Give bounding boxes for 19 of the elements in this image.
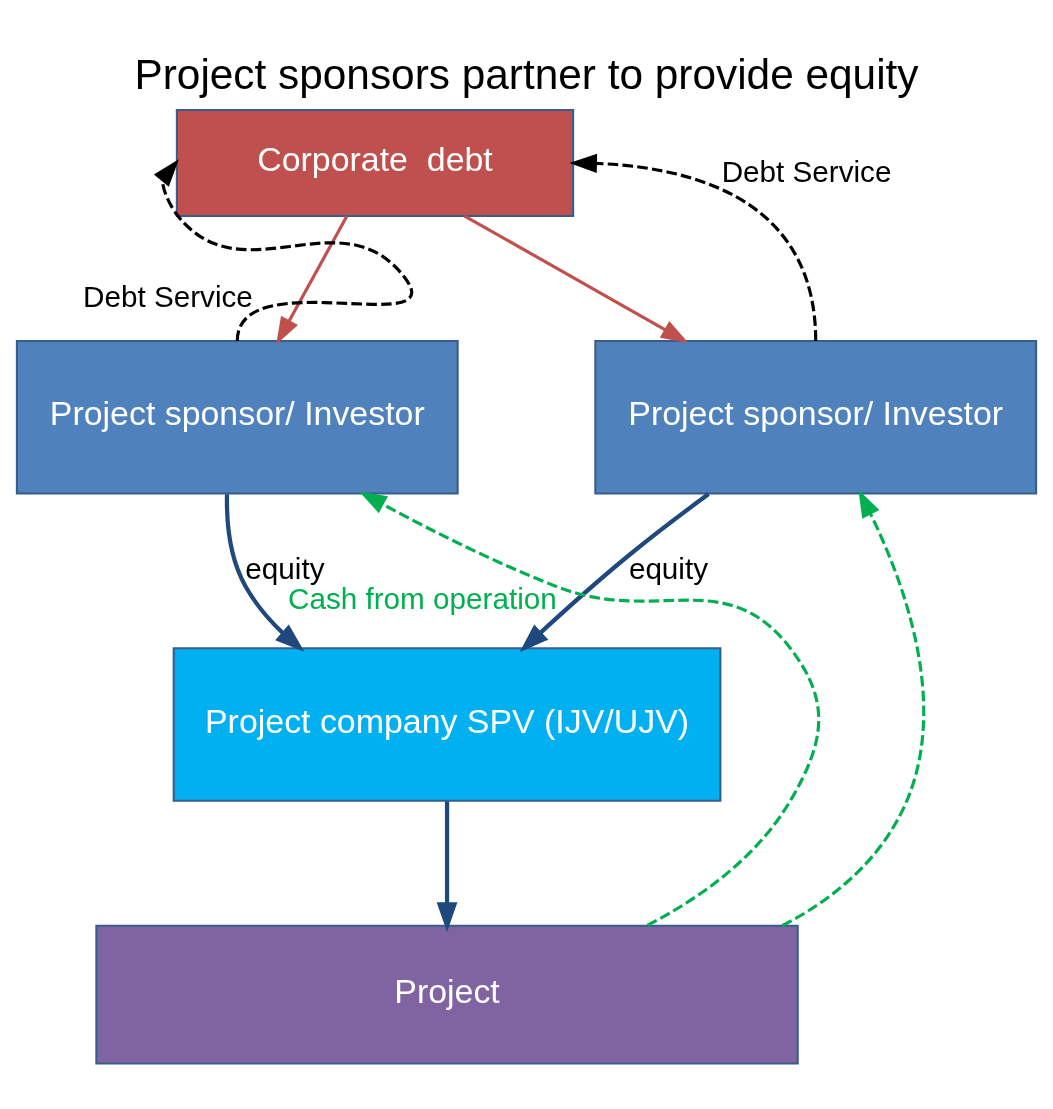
arrow: [224, 493, 305, 652]
diagram-title: Project sponsors partner to provide equity: [134, 50, 919, 98]
arrow: [436, 800, 458, 932]
arrow: [276, 215, 349, 344]
node-box: Project company SPV (IJV/UJV): [172, 646, 722, 802]
arrow: [463, 214, 689, 343]
edge-label: equity: [628, 551, 709, 585]
edge-label: equity: [245, 551, 325, 585]
arrow: [519, 491, 710, 652]
node-box: Project: [95, 924, 799, 1065]
node-box: Corporate debt: [175, 108, 575, 217]
node-box: Project sponsor/ Investor: [594, 339, 1038, 495]
arrow: [781, 489, 926, 927]
node-box: Project sponsor/ Investor: [15, 339, 459, 495]
arrow: [359, 490, 821, 927]
arrow: [569, 153, 818, 341]
arrow: [153, 158, 413, 341]
edge-label: Debt Service: [83, 279, 253, 313]
edge-label: Debt Service: [721, 154, 892, 188]
